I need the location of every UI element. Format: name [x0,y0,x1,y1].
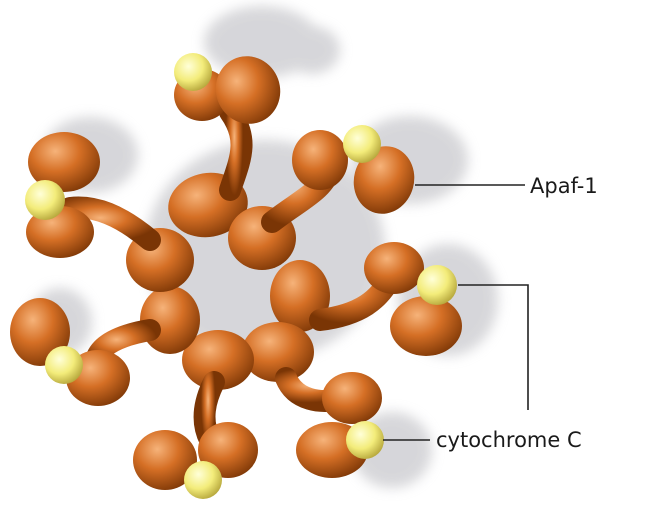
lobe [28,132,100,192]
lobe [364,242,424,294]
arm [59,196,161,251]
lobe [322,372,382,424]
cytochrome-c-bead [45,346,83,384]
cytochrome-c-bead [417,265,457,305]
cytochrome-c-label: cytochrome C [436,428,582,452]
apaf-1-label: Apaf-1 [530,174,598,198]
hub-subunit [242,322,314,382]
lobe [353,146,415,214]
cytochrome-c-bead [174,53,212,91]
cytochrome-leader-line [458,284,529,410]
arm [219,101,253,201]
cofactor-beads [25,53,457,499]
apoptosome-complex [10,53,462,499]
cytochrome-c-bead [25,180,65,220]
lobe [390,296,462,356]
lobe [215,56,281,124]
lobe [133,430,197,490]
cytochrome-c-bead [343,125,381,163]
cytochrome-c-bead [346,421,384,459]
leader-lines [383,184,529,441]
hub-subunit [182,330,254,390]
lobe [292,130,348,190]
cytochrome-c-bead [184,461,222,499]
outer-lobes [10,56,462,490]
